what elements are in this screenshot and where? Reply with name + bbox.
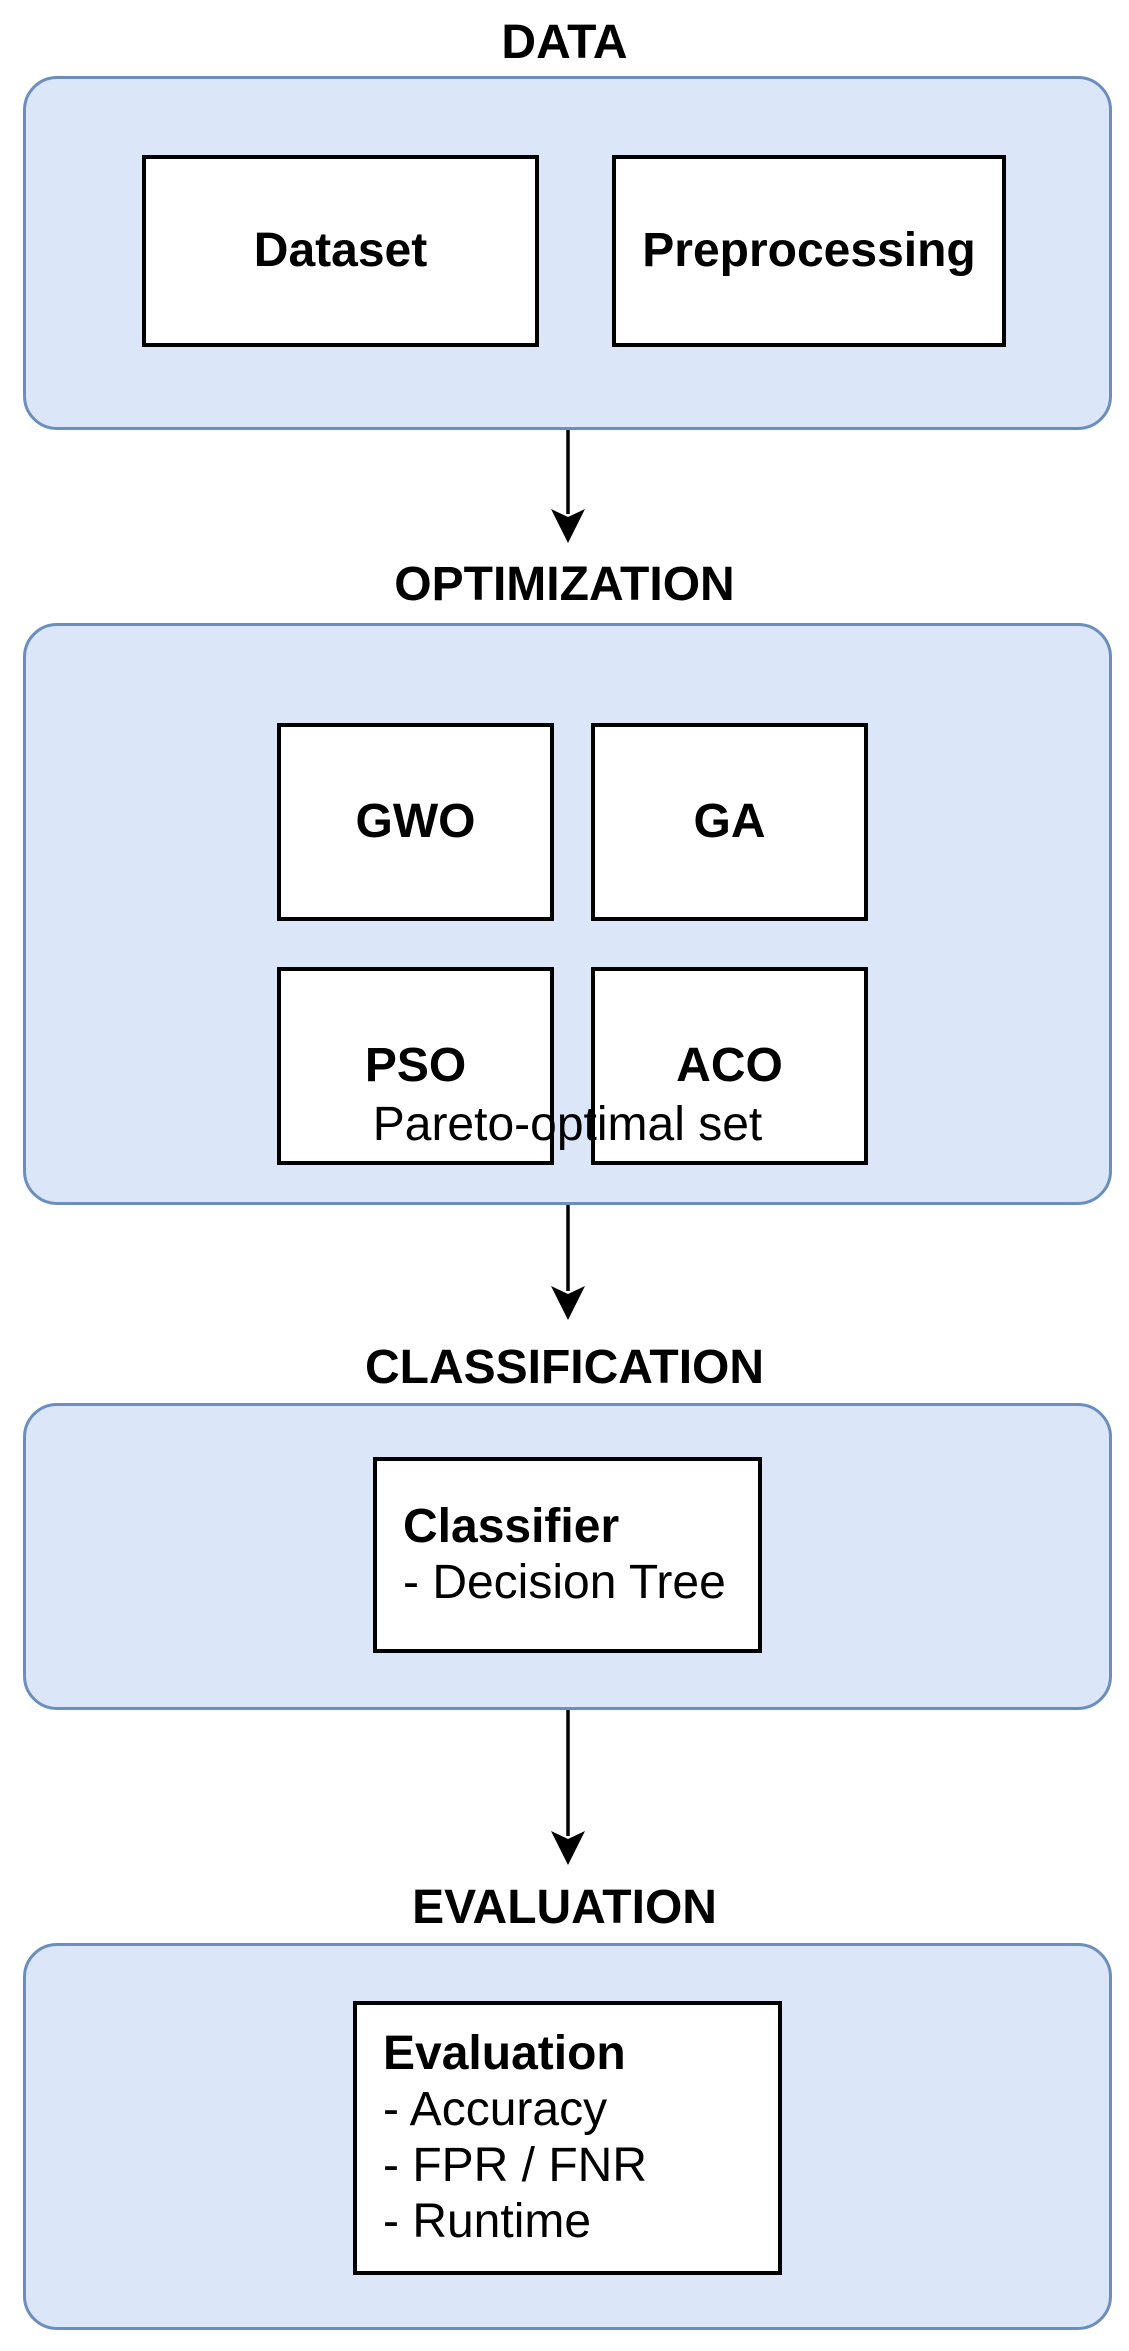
- node-classifier-heading: Classifier: [403, 1500, 620, 1553]
- node-aco: ACO: [591, 967, 868, 1165]
- node-ga: GA: [591, 723, 868, 921]
- node-evaluation: Evaluation - Accuracy - FPR / FNR - Runt…: [353, 2001, 782, 2275]
- node-gwo: GWO: [277, 723, 554, 921]
- pareto-optimal-set-caption: Pareto-optimal set: [372, 1098, 763, 1151]
- node-evaluation-item-fpr-fnr: - FPR / FNR: [383, 2139, 647, 2192]
- node-evaluation-item-accuracy: - Accuracy: [383, 2083, 608, 2136]
- node-evaluation-item-runtime: - Runtime: [383, 2195, 592, 2248]
- flow-arrow-classification-to-evaluation: [551, 1710, 585, 1865]
- section-title-optimization: OPTIMIZATION: [394, 558, 735, 611]
- section-title-classification: CLASSIFICATION: [364, 1341, 765, 1394]
- section-title-data: DATA: [501, 16, 628, 69]
- node-preprocessing: Preprocessing: [612, 155, 1006, 347]
- node-pso-label: PSO: [364, 1039, 467, 1092]
- section-title-evaluation: EVALUATION: [412, 1881, 717, 1934]
- flow-arrow-optimization-to-classification: [551, 1205, 585, 1320]
- data-stage-container: Dataset Preprocessing: [23, 76, 1112, 430]
- node-dataset: Dataset: [142, 155, 539, 347]
- node-aco-label: ACO: [676, 1039, 783, 1092]
- node-dataset-label: Dataset: [253, 224, 428, 277]
- classification-stage-container: Classifier - Decision Tree: [23, 1403, 1112, 1710]
- node-pso: PSO: [277, 967, 554, 1165]
- node-preprocessing-label: Preprocessing: [642, 224, 976, 277]
- optimization-stage-container: GWO GA PSO ACO Pareto-optimal set: [23, 623, 1112, 1205]
- node-ga-label: GA: [693, 795, 766, 848]
- evaluation-stage-container: Evaluation - Accuracy - FPR / FNR - Runt…: [23, 1943, 1112, 2330]
- node-evaluation-heading: Evaluation: [383, 2027, 626, 2080]
- node-classifier-item-decision-tree: - Decision Tree: [403, 1556, 726, 1609]
- node-gwo-label: GWO: [355, 795, 476, 848]
- node-classifier: Classifier - Decision Tree: [373, 1457, 762, 1653]
- flow-arrow-data-to-optimization: [551, 430, 585, 543]
